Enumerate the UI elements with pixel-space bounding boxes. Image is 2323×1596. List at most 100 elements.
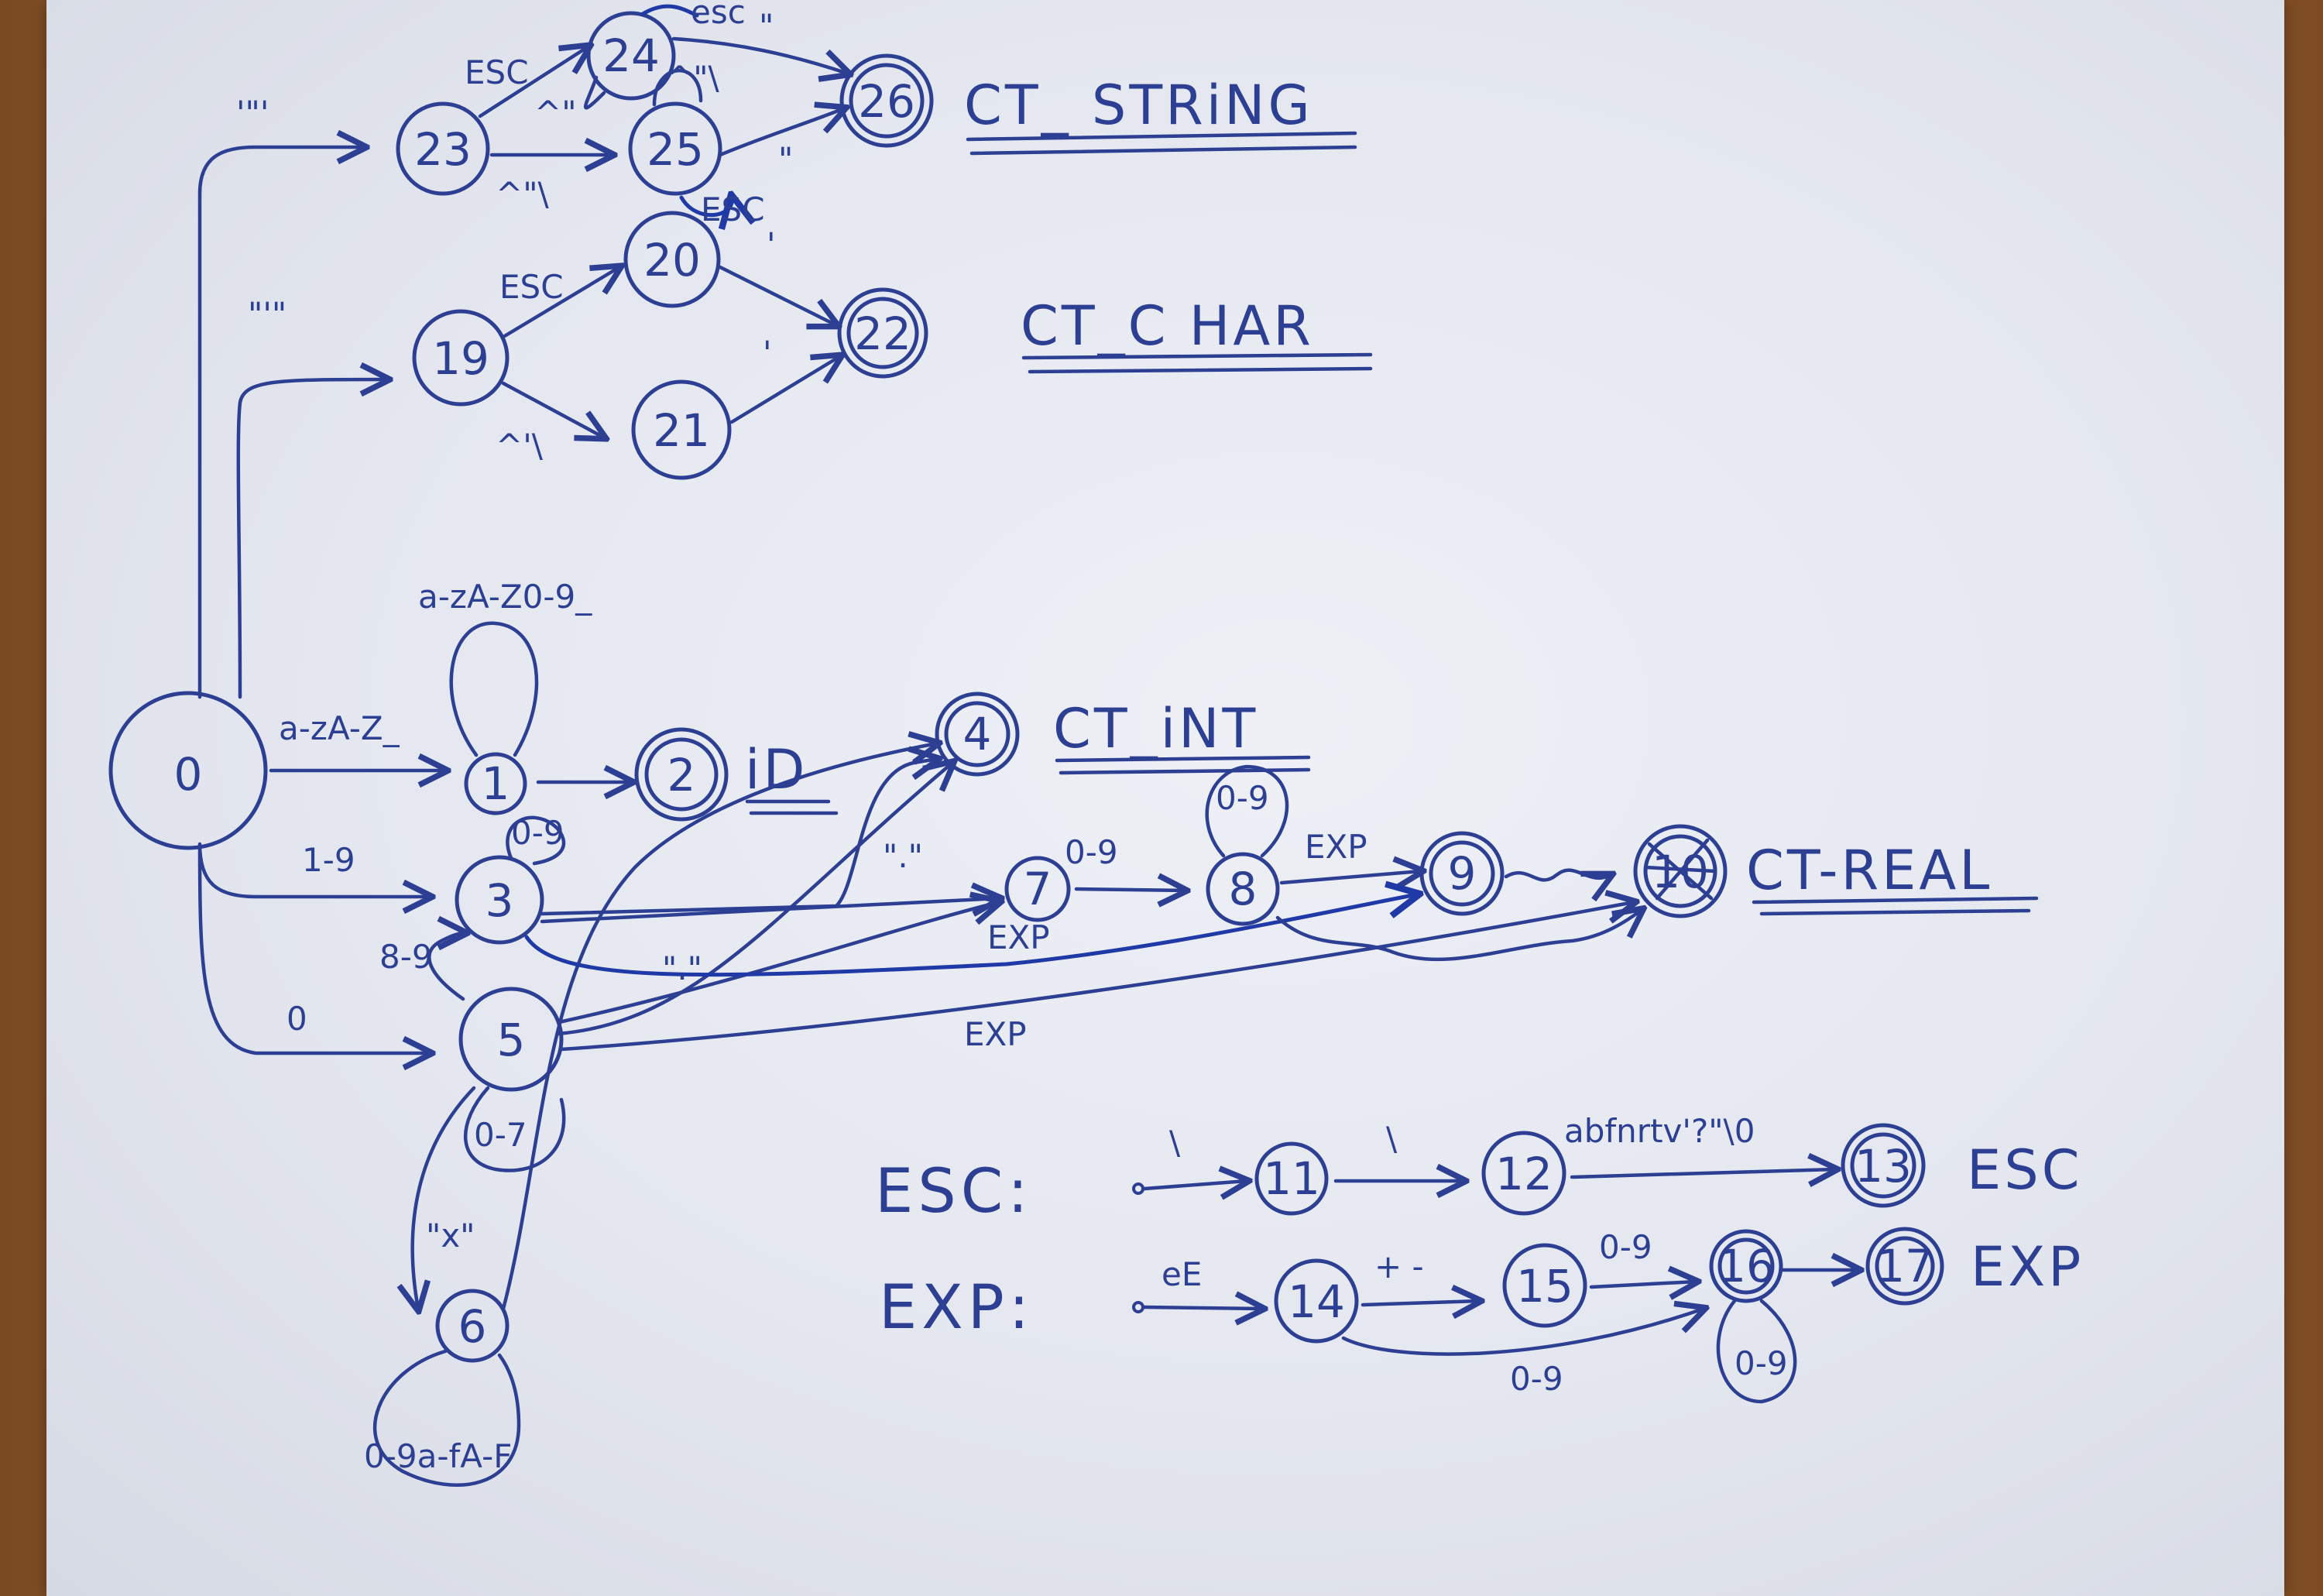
state-1: 1 <box>464 752 527 815</box>
exp-edge-4-label: 0-9 <box>1510 1360 1563 1398</box>
esc-result: ESC <box>1967 1138 2083 1202</box>
state-22-final: 22 <box>837 287 928 379</box>
edge-8-9-label: EXP <box>1305 828 1367 866</box>
edge-25-esc <box>679 197 732 215</box>
id-underline <box>745 799 839 815</box>
edge-23-24-label: ESC <box>465 53 529 91</box>
token-ct-string: CT_ STRiNG <box>964 74 1313 137</box>
loop-25-label: ^"\ <box>666 59 720 97</box>
svg-text:4: 4 <box>963 708 992 760</box>
exp-edge-14-16 <box>1341 1309 1704 1356</box>
edge-25-esc-label: ESC <box>701 190 765 228</box>
svg-text:6: 6 <box>458 1300 487 1353</box>
exp-loop-16-label: 0-9 <box>1735 1344 1788 1382</box>
loop-25 <box>652 69 703 107</box>
edge-23-24 <box>478 46 588 118</box>
edge-3-9-exp <box>524 894 1417 977</box>
exp-loop-16 <box>1716 1299 1797 1404</box>
edge-3-7-label: "." <box>883 837 923 875</box>
svg-text:13: 13 <box>1855 1140 1912 1193</box>
state-0: 0 <box>108 691 268 850</box>
svg-text:23: 23 <box>414 123 472 176</box>
esc-state-12: 12 <box>1481 1131 1566 1216</box>
svg-text:24: 24 <box>602 29 660 82</box>
loop-1-label: a-zA-Z0-9_ <box>418 578 592 616</box>
edge-25-26-label: " <box>778 140 793 178</box>
edge-19-21 <box>501 381 604 438</box>
edge-3-dot-label: "." <box>662 949 702 987</box>
paper-sheet <box>46 0 2284 1596</box>
loop-24-label: ^" <box>534 94 577 132</box>
edge-21-22 <box>729 356 840 424</box>
svg-text:8: 8 <box>1229 863 1258 915</box>
edge-7-8-label: 0-9 <box>1065 833 1118 871</box>
loop-8-label: 0-9 <box>1216 779 1269 817</box>
loop-3 <box>506 815 566 866</box>
edge-24-26 <box>671 36 848 74</box>
svg-text:7: 7 <box>1024 863 1052 915</box>
exp-edge-1 <box>1142 1307 1262 1309</box>
token-ct-char: CT_C HAR <box>1021 294 1314 358</box>
state-23: 23 <box>396 101 490 196</box>
ct-string-underline <box>966 131 1357 156</box>
esc-state-13-final: 13 <box>1841 1123 1926 1208</box>
edge-8-10 <box>1275 910 1642 962</box>
loop-8 <box>1205 764 1289 858</box>
edge-5-7 <box>557 902 999 1025</box>
exp-state-14: 14 <box>1274 1258 1359 1344</box>
loop-24 <box>583 75 606 110</box>
exp-edge-2 <box>1361 1301 1479 1305</box>
state-24: 24 <box>586 11 676 101</box>
svg-text:14: 14 <box>1288 1275 1345 1328</box>
svg-text:16: 16 <box>1717 1240 1775 1292</box>
svg-text:22: 22 <box>854 307 911 360</box>
state-7: 7 <box>1004 856 1071 922</box>
svg-text:11: 11 <box>1263 1152 1320 1205</box>
state-19: 19 <box>412 309 510 407</box>
edge-24-esc-label: esc <box>691 0 746 31</box>
exp-state-16: 16 <box>1709 1229 1783 1303</box>
ct-int-underline <box>1055 755 1311 775</box>
edge-5-3-back <box>427 933 465 1001</box>
esc-edge-3 <box>1570 1169 1835 1177</box>
edge-7-exp-label: EXP <box>987 918 1050 956</box>
esc-start-dot <box>1132 1182 1144 1195</box>
edge-0-23-label: '"' <box>236 94 269 132</box>
state-20: 20 <box>623 211 721 308</box>
state-4-final: 4 <box>935 692 1020 777</box>
token-ct-real: CT-REAL <box>1746 839 1992 902</box>
state-9: 9 <box>1419 831 1505 916</box>
edge-23-25-label: ^"\ <box>496 175 550 213</box>
edge-21-22-label: ' <box>763 334 772 372</box>
exp-state-15: 15 <box>1502 1243 1587 1328</box>
edge-9-10 <box>1504 868 1611 880</box>
exp-edge-3-label: 0-9 <box>1599 1228 1652 1266</box>
exp-machine-title: EXP: <box>879 1273 1034 1343</box>
esc-edge-2-label: \ <box>1386 1120 1398 1158</box>
edge-0-to-19 <box>236 379 387 699</box>
edge-19-20-label: ESC <box>499 268 564 306</box>
edge-3-7 <box>540 898 999 924</box>
edge-0-to-23 <box>197 147 364 699</box>
svg-text:3: 3 <box>486 874 514 927</box>
edge-20-22-label: ' <box>767 225 776 263</box>
exp-result: EXP <box>1971 1235 2084 1299</box>
svg-text:21: 21 <box>653 404 710 457</box>
ct-real-underline <box>1752 896 2039 916</box>
esc-edge-1-label: \ <box>1169 1124 1181 1162</box>
ct-char-underline <box>1021 352 1373 374</box>
svg-text:10: 10 <box>1652 846 1709 898</box>
svg-text:1: 1 <box>482 757 510 810</box>
edge-7-8 <box>1074 889 1185 891</box>
edge-19-20 <box>501 267 619 339</box>
svg-text:2: 2 <box>667 749 696 801</box>
exp-edge-3 <box>1589 1282 1696 1287</box>
exp-edge-2-label: + - <box>1374 1248 1424 1285</box>
esc-edge-1 <box>1142 1181 1247 1189</box>
esc-machine-title: ESC: <box>875 1157 1033 1227</box>
token-ct-int: CT_iNT <box>1053 697 1258 760</box>
edge-0-3-label: 1-9 <box>302 841 355 879</box>
edge-5-6 <box>413 1086 476 1309</box>
edge-25-26 <box>718 108 844 157</box>
